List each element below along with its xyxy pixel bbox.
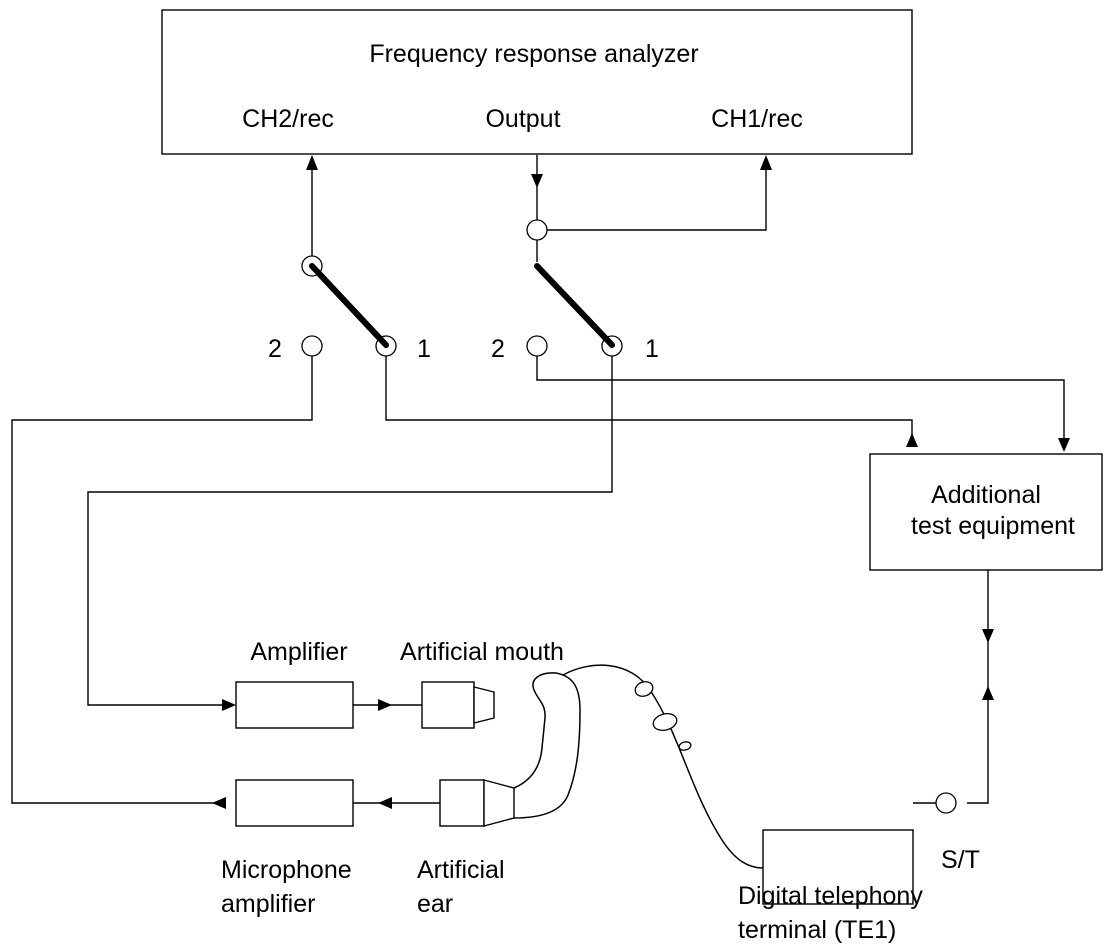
ear-to-mic-amp-arrow [378,797,392,809]
amplifier-label: Amplifier [250,638,347,666]
st-interface-terminal [935,792,957,814]
amplifier-box [235,681,354,729]
terminal-line1: Digital telephony [738,882,923,910]
amplifier-input-arrow [222,699,236,711]
right-pos2-arrow [1058,438,1070,452]
additional-equipment-line2: test equipment [911,512,1075,540]
cord-coil-3 [678,741,692,751]
right-switch-blade[interactable] [534,263,615,348]
st-interface: S/T [935,792,980,874]
artificial-ear: Artificial ear [417,779,515,918]
microphone-amplifier: Microphone amplifier [221,779,354,918]
handset-cord [562,664,764,869]
st-up-arrow [982,686,994,700]
frequency-response-analyzer: Frequency response analyzer CH2/rec Outp… [161,9,913,155]
analyzer-box [161,9,913,155]
left-switch-pos2-terminal [301,335,323,357]
ch1-wire [546,165,767,231]
artificial-ear-line2: ear [417,890,453,918]
artificial-mouth: Artificial mouth [400,638,564,729]
artificial-ear-body [439,779,485,827]
artificial-ear-cone [483,779,515,827]
additional-equipment-box [869,453,1103,571]
ch1-arrow [760,155,772,170]
equipment-down-arrow [982,629,994,643]
mic-amp-wire [11,356,313,804]
digital-telephony-terminal: Digital telephony terminal (TE1) [738,829,923,944]
right-switch-pos2-terminal [526,335,548,357]
left-switch-pos1-label: 1 [417,335,431,363]
left-pos1-to-equipment-wire [385,356,913,447]
left-switch-pos2-label: 2 [268,335,282,363]
cord-coil-1 [634,681,654,697]
right-switch-pos2-label: 2 [491,335,505,363]
left-switch[interactable]: 2 1 [268,255,431,363]
right-pos1-to-amplifier-wire [87,356,613,706]
additional-equipment-line1: Additional [931,481,1041,509]
left-pos1-arrow [906,433,918,447]
equipment-to-st-wire [967,570,989,804]
cord-coil-2 [652,713,678,731]
amp-to-mouth-arrow [378,699,392,711]
amplifier: Amplifier [235,638,354,729]
artificial-mouth-label: Artificial mouth [400,638,564,666]
terminal-box [762,829,914,905]
output-split-terminal [526,219,548,241]
terminal-line2: terminal (TE1) [738,916,896,944]
handset-body [513,672,581,819]
st-interface-label: S/T [941,846,980,874]
ch2-arrow [306,155,318,170]
microphone-amplifier-box [235,779,354,827]
output-label: Output [485,105,560,133]
artificial-ear-line1: Artificial [417,856,505,884]
output-arrow [531,174,543,188]
right-switch[interactable]: 2 1 [491,219,659,363]
right-switch-pos1-label: 1 [645,335,659,363]
microphone-amplifier-line2: amplifier [221,890,315,918]
additional-test-equipment: Additional test equipment [869,453,1103,571]
analyzer-title: Frequency response analyzer [369,40,698,68]
ch1-rec-label: CH1/rec [711,105,803,133]
artificial-mouth-cone [473,686,495,724]
artificial-mouth-body [421,681,475,729]
wiring [11,155,1070,809]
telephone-handset [513,664,764,869]
ch2-rec-label: CH2/rec [242,105,334,133]
microphone-amplifier-line1: Microphone [221,856,352,884]
left-switch-blade-overlay [309,263,389,348]
right-pos2-to-equipment-wire [536,356,1065,440]
mic-amp-output-arrow [212,797,226,809]
